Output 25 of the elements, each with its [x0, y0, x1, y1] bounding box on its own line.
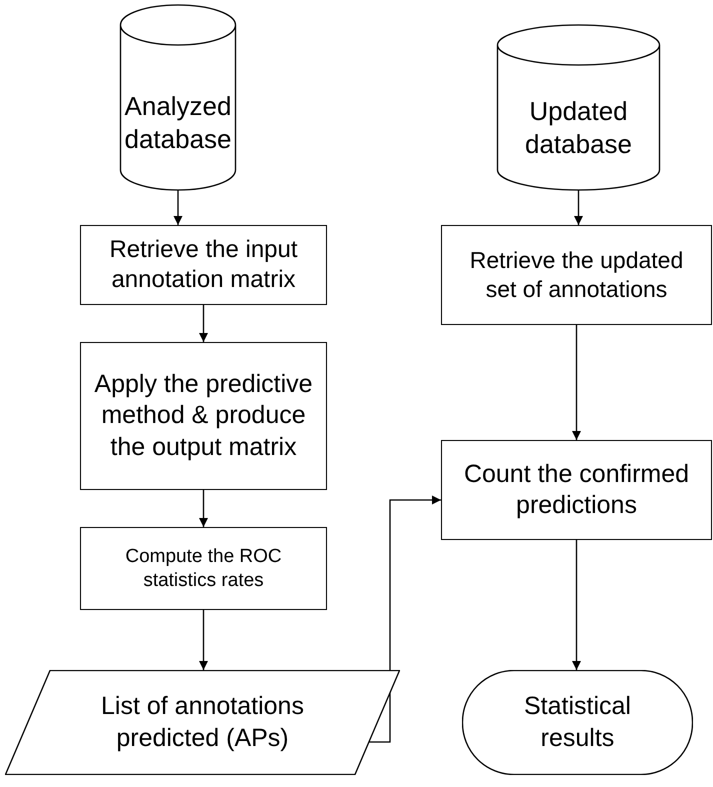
node-label: Count the confirmed predictions [462, 458, 690, 521]
process-box [80, 527, 327, 610]
arrow [174, 190, 182, 225]
arrow [572, 325, 581, 440]
node-label: Retrieve the input annotation matrix [108, 235, 299, 295]
arrow [572, 540, 581, 670]
data-parallelogram [5, 670, 400, 775]
arrow [199, 305, 208, 342]
node-label: Compute the ROC statistics rates [124, 544, 283, 592]
database-cylinder [497, 25, 660, 190]
process-box [441, 225, 712, 325]
arrow [199, 610, 208, 670]
node-label: Apply the predictive method & produce the output matrix [93, 369, 314, 463]
arrow [199, 490, 208, 527]
process-box [441, 440, 712, 540]
node-label: Analyzed database [124, 90, 232, 155]
process-box [80, 225, 327, 305]
process-box [80, 342, 327, 490]
node-label: Updated database [524, 95, 633, 160]
node-label: Retrieve the updated set of annotations [468, 246, 684, 304]
node-label: List of annotations predicted (APs) [100, 691, 305, 754]
node-label: Statistical results [523, 691, 632, 754]
arrow [369, 496, 441, 743]
arrow [574, 190, 583, 225]
database-cylinder [120, 5, 236, 190]
